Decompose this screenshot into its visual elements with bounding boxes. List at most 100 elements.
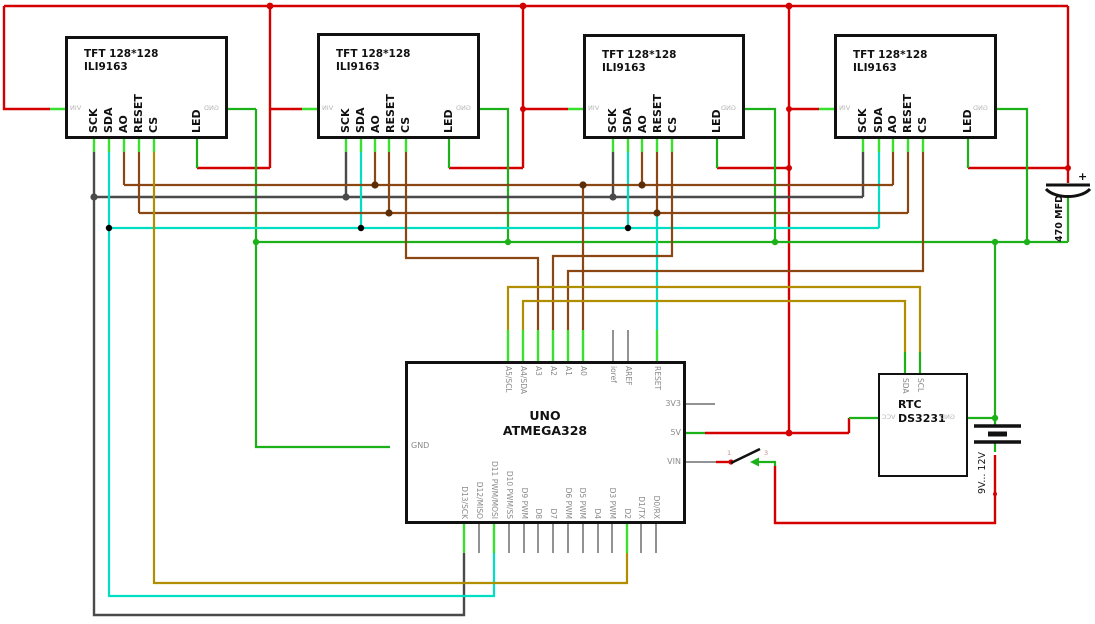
switch-lever xyxy=(730,447,761,465)
net-ground-green xyxy=(195,107,1070,466)
tft3-pin-gnd: GND xyxy=(721,104,736,112)
tft1-title-line2: ILI9163 xyxy=(84,61,128,73)
net-olive xyxy=(152,152,922,585)
uno-pin-d7: D7 xyxy=(549,508,558,519)
tft2-pin-gnd: GND xyxy=(456,104,471,112)
uno-pin-a0: A0 xyxy=(579,366,588,376)
tft4-title-line1: TFT 128*128 xyxy=(853,49,928,61)
net-mosi-cyan xyxy=(107,152,881,598)
net-brown xyxy=(122,152,925,330)
rtc-title-line2: DS3231 xyxy=(898,412,946,425)
unconnected-pins xyxy=(478,330,716,553)
junction-dots-green xyxy=(252,238,1031,422)
tft4-pin-vin: VIN xyxy=(839,104,851,112)
capacitor-symbol xyxy=(1044,183,1092,198)
uno-board xyxy=(405,361,686,524)
tft1-pin-vin: VIN xyxy=(70,104,82,112)
tft4-pin-gnd: GND xyxy=(973,104,988,112)
tft-display-4 xyxy=(834,34,997,139)
tft4-pin-cs: CS xyxy=(916,116,929,133)
uno-pin-ioref: ioref xyxy=(609,366,618,383)
battery-symbol xyxy=(974,424,1021,444)
tft1-pin-led: LED xyxy=(190,109,203,133)
uno-pin-d0: D0/RX xyxy=(652,495,661,519)
uno-pin-d9: D9 PWM xyxy=(520,487,529,519)
tft1-pin-reset: RESET xyxy=(132,94,145,133)
uno-pin-d1: D1/TX xyxy=(637,496,646,519)
uno-pin-d10: D10 PWM/SS xyxy=(505,470,514,519)
tft4-pin-sda: SDA xyxy=(872,107,885,133)
tft1-pin-gnd: GND xyxy=(204,104,219,112)
uno-pin-a5-scl: A5/SCL xyxy=(504,366,513,393)
tft2-pin-led: LED xyxy=(442,109,455,133)
tft4-pin-led: LED xyxy=(961,109,974,133)
uno-pin-3v3: 3V3 xyxy=(665,399,681,408)
tft3-title-line1: TFT 128*128 xyxy=(602,49,677,61)
tft1-pin-sda: SDA xyxy=(102,107,115,133)
tft4-pin-reset: RESET xyxy=(901,94,914,133)
uno-pin-d12: D12/MISO xyxy=(475,481,484,519)
rtc-pin-sda: SDA xyxy=(901,378,910,394)
tft1-pin-sck: SCK xyxy=(87,108,100,133)
uno-pin-a1: A1 xyxy=(564,366,573,376)
tft1-pin-cs: CS xyxy=(147,116,160,133)
capacitor-plus-sign: + xyxy=(1078,170,1088,183)
tft3-pin-sck: SCK xyxy=(606,108,619,133)
uno-title-line1: UNO xyxy=(529,408,561,423)
tft4-pin-sck: SCK xyxy=(856,108,869,133)
tft2-pin-sda: SDA xyxy=(354,107,367,133)
switch-arrow xyxy=(750,457,759,467)
tft-display-2 xyxy=(317,33,480,139)
uno-pin-vin: VIN xyxy=(667,457,681,466)
tft2-pin-ao: AO xyxy=(369,115,382,133)
tft2-title-line2: ILI9163 xyxy=(336,61,380,73)
battery-voltage-label: 9V... 12V xyxy=(977,452,988,494)
tft3-pin-ao: AO xyxy=(636,115,649,133)
tft2-pin-sck: SCK xyxy=(339,108,352,133)
rtc-title-line1: RTC xyxy=(898,398,922,411)
uno-pin-gnd: GND xyxy=(411,441,430,450)
rtc-pin-vcc: VCC xyxy=(882,413,896,421)
tft4-pin-ao: AO xyxy=(886,115,899,133)
tft1-pin-ao: AO xyxy=(117,115,130,133)
uno-title-line2: ATMEGA328 xyxy=(502,423,588,438)
uno-pin-d3: D3 PWM xyxy=(608,487,617,519)
net-power-red xyxy=(2,4,1070,525)
tft-display-3 xyxy=(583,34,745,139)
uno-pin-d8: D8 xyxy=(534,508,543,519)
tft1-title-line1: TFT 128*128 xyxy=(84,48,159,60)
pin-stubs-green xyxy=(50,107,925,553)
uno-pin-a2: A2 xyxy=(549,366,558,376)
tft2-title-line1: TFT 128*128 xyxy=(336,48,411,60)
uno-pin-d2: D2 xyxy=(623,508,632,519)
capacitor-value: 470 MFD xyxy=(1054,195,1065,242)
tft3-pin-cs: CS xyxy=(666,116,679,133)
uno-pin-d4: D4 xyxy=(593,508,602,519)
tft2-pin-reset: RESET xyxy=(384,94,397,133)
uno-pin-d11: D11 PWM/MOSI xyxy=(490,461,499,519)
tft-display-1 xyxy=(65,36,228,139)
rtc-pin-scl: SCL xyxy=(916,378,925,393)
uno-pin-reset: RESET xyxy=(653,366,662,391)
tft3-title-line2: ILI9163 xyxy=(602,62,646,74)
tft2-pin-vin: VIN xyxy=(322,104,334,112)
uno-pin-d5: D5 PWM xyxy=(578,487,587,519)
uno-pin-d6: D6 PWM xyxy=(564,487,573,519)
tft3-pin-vin: VIN xyxy=(588,104,600,112)
uno-pin-a4-sda: A4/SDA xyxy=(519,366,528,394)
junction-dots-brown xyxy=(371,181,661,217)
tft3-pin-reset: RESET xyxy=(651,94,664,133)
tft3-pin-sda: SDA xyxy=(621,107,634,133)
switch-pin-1: 1 xyxy=(727,449,732,457)
tft2-pin-cs: CS xyxy=(399,116,412,133)
junction-dots-cyan xyxy=(105,224,632,232)
uno-pin-d13: D13/SCK xyxy=(460,486,469,519)
uno-pin-5v: 5V xyxy=(670,428,681,437)
switch-pin-3: 3 xyxy=(764,449,769,457)
rtc-pin-gnd: GND xyxy=(940,413,955,421)
tft3-pin-led: LED xyxy=(710,109,723,133)
uno-pin-aref: AREF xyxy=(624,366,633,386)
junction-dots-gray xyxy=(90,193,617,201)
